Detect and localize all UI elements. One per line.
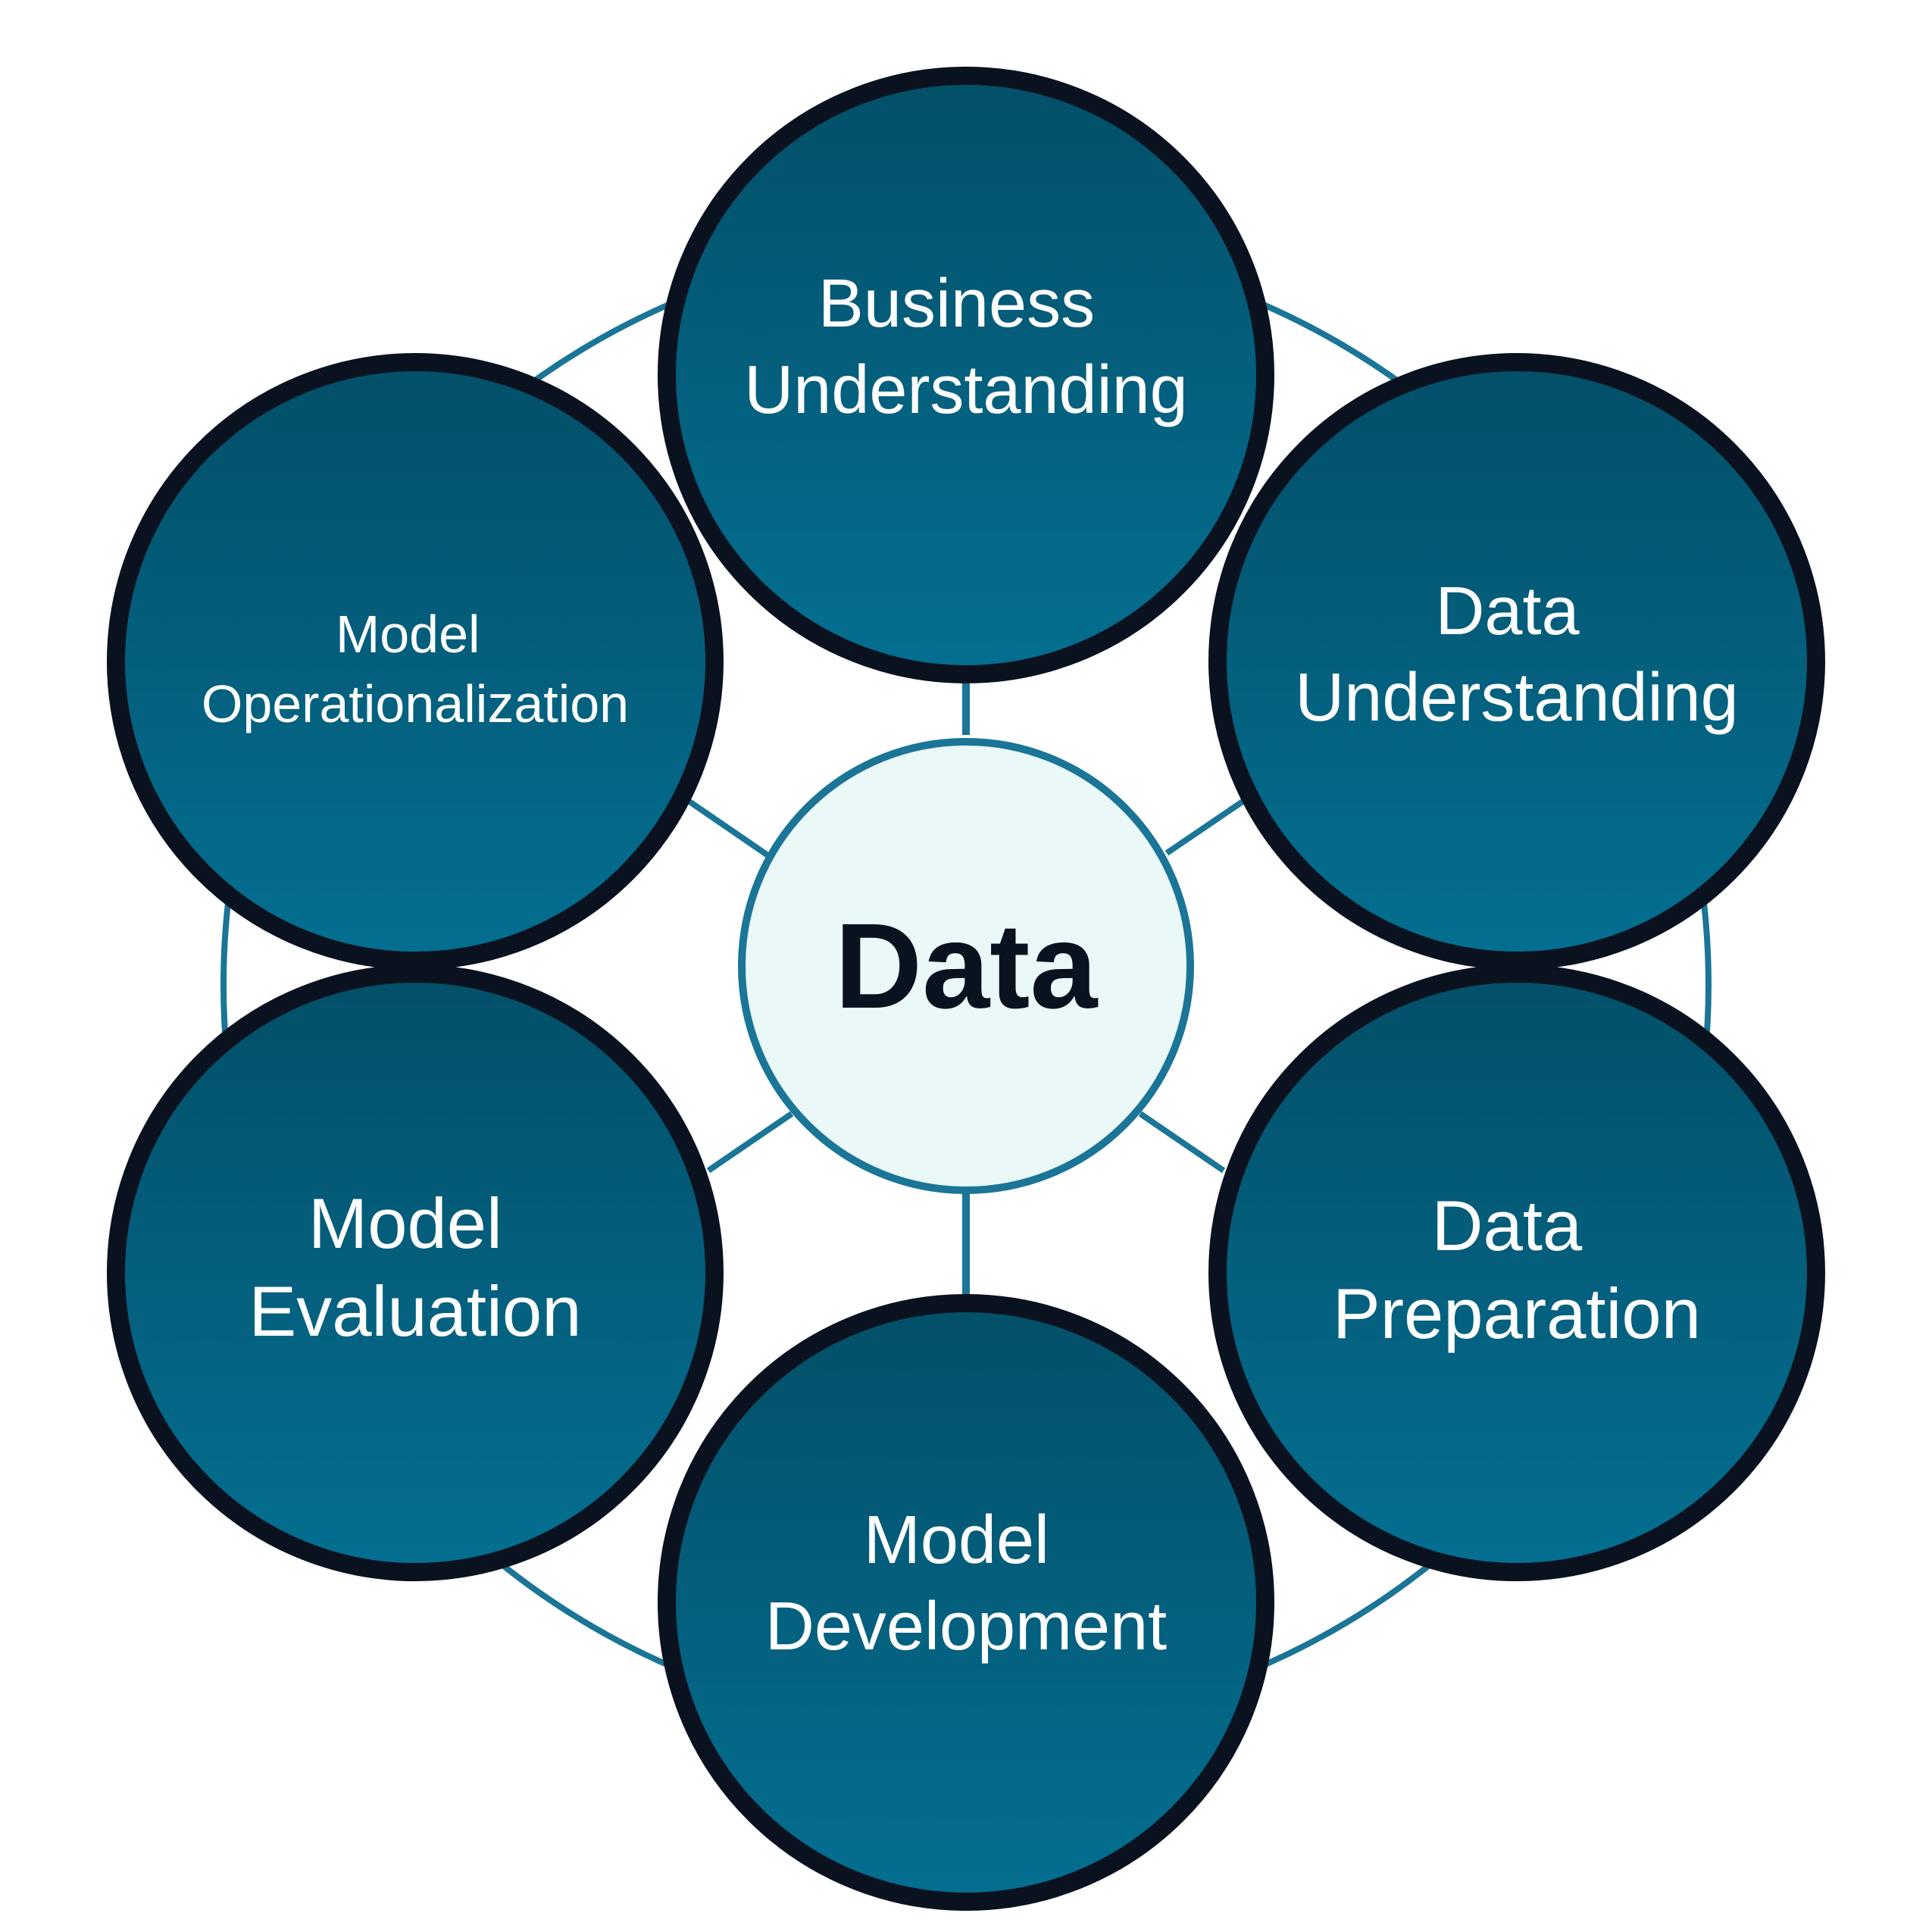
node-data-preparation[interactable]: Data Preparation <box>1208 964 1825 1581</box>
node-circle <box>1208 353 1825 970</box>
node-model-operationalization[interactable]: Model Operationalization <box>107 353 724 970</box>
spoke-data-preparation <box>1138 1111 1226 1174</box>
center-hub-label: Data <box>835 898 1099 1033</box>
node-circle <box>1208 964 1825 1581</box>
node-label-line-1: Model <box>308 1183 502 1263</box>
node-business-understanding[interactable]: Business Understanding <box>658 67 1274 683</box>
node-label-line-2: Preparation <box>1333 1274 1701 1353</box>
node-label: Model Development <box>765 1502 1167 1665</box>
node-label: Data Understanding <box>1295 574 1738 736</box>
node-label-line-1: Model <box>336 605 480 664</box>
node-label-line-2: Understanding <box>1295 660 1738 736</box>
node-label: Data Preparation <box>1333 1186 1701 1353</box>
node-circle <box>107 964 724 1581</box>
node-label-line-1: Data <box>1435 574 1580 649</box>
center-hub-circle <box>738 738 1194 1194</box>
node-label-line-2: Evaluation <box>249 1271 582 1351</box>
node-label-line-1: Data <box>1432 1186 1583 1265</box>
node-circle <box>658 67 1274 683</box>
node-data-understanding[interactable]: Data Understanding <box>1208 353 1825 970</box>
center-hub[interactable]: Data <box>738 738 1194 1194</box>
node-label-line-1: Business <box>818 266 1095 342</box>
node-circle <box>658 1294 1274 1911</box>
node-label-line-1: Model <box>864 1502 1049 1578</box>
node-label: Model Evaluation <box>249 1183 582 1351</box>
node-label: Model Operationalization <box>202 605 629 733</box>
node-label-line-2: Development <box>765 1589 1167 1665</box>
node-model-development[interactable]: Model Development <box>658 1294 1274 1911</box>
node-label-line-2: Operationalization <box>202 674 629 733</box>
spoke-model-evaluation <box>706 1111 794 1174</box>
spoke-data-understanding <box>1165 799 1245 856</box>
node-label-line-2: Understanding <box>744 352 1187 428</box>
node-label: Business Understanding <box>744 266 1187 428</box>
node-circle <box>107 353 724 970</box>
spoke-model-operationalization <box>687 799 771 859</box>
node-model-evaluation[interactable]: Model Evaluation <box>107 964 724 1581</box>
